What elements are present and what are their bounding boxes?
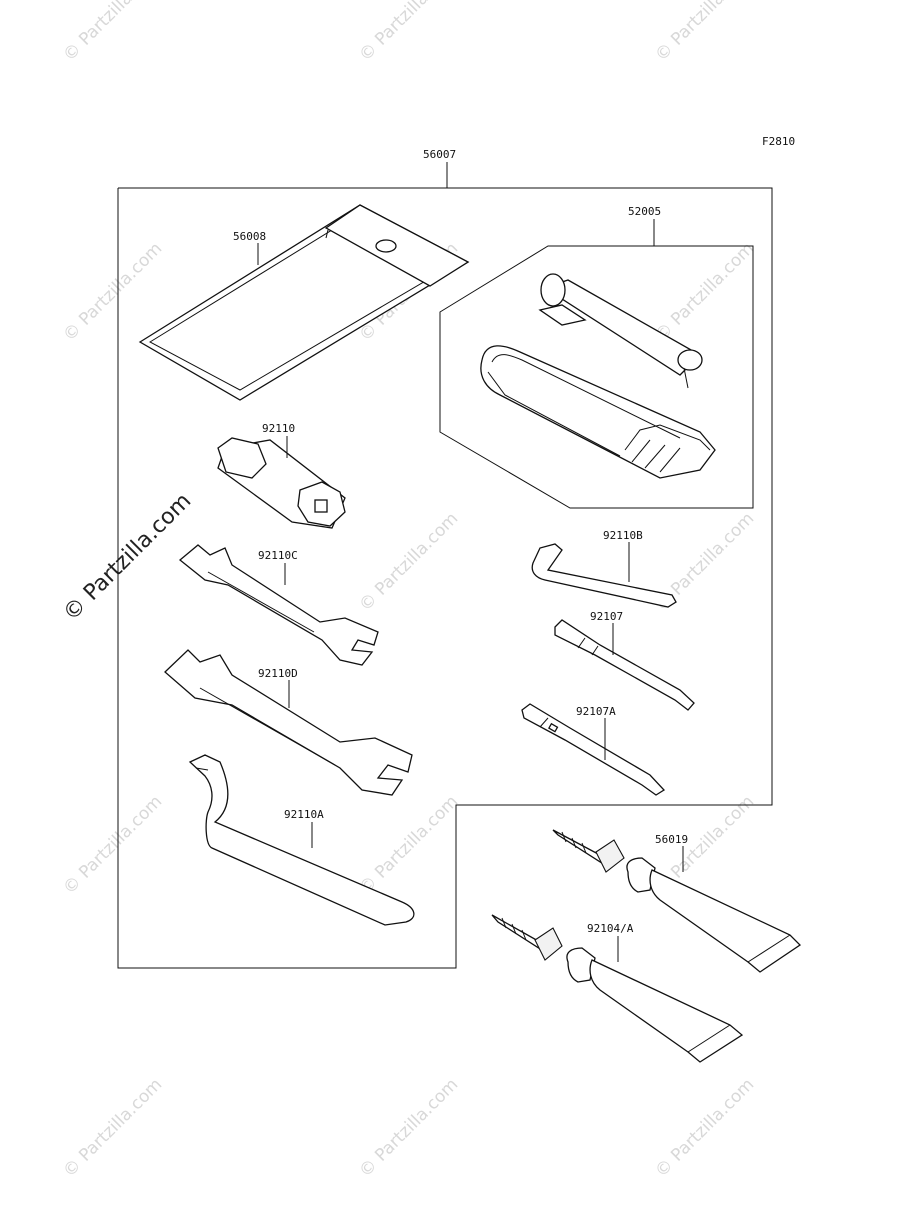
tool-case-56008: 56008 xyxy=(138,204,470,401)
wrench-92110d: 92110D xyxy=(164,649,413,796)
watermark-text: © Partzilla.com xyxy=(355,792,462,899)
screwdriver-92107a: 92107A xyxy=(521,703,666,796)
callout-92110: 92110 xyxy=(262,422,295,435)
callout-56008: 56008 xyxy=(233,230,266,243)
callout-92110a: 92110A xyxy=(284,808,324,821)
tool-kit-frame: 56007 xyxy=(117,148,773,969)
callout-92110d: 92110D xyxy=(258,667,298,680)
callout-92104a: 92104/A xyxy=(587,922,634,935)
watermark-main: © Partzilla.com xyxy=(59,489,197,627)
figure-code: F2810 xyxy=(762,135,795,148)
wrench-92110c: 92110C xyxy=(178,544,379,666)
callout-56019: 56019 xyxy=(655,833,688,846)
watermark-text: © Partzilla.com xyxy=(59,239,166,346)
callout-92107: 92107 xyxy=(590,610,623,623)
plug-socket-92110: 92110 xyxy=(217,422,346,529)
watermark-text: © Partzilla.com xyxy=(651,239,758,346)
watermark-text: © Partzilla.com xyxy=(355,1075,462,1182)
callout-92107a: 92107A xyxy=(576,705,616,718)
watermark-text: © Partzilla.com xyxy=(355,509,462,616)
grease-tube-92104a: 92104/A xyxy=(491,914,744,1063)
tire-pump xyxy=(538,273,703,389)
callout-56007: 56007 xyxy=(423,148,456,161)
screwdriver-92107: 92107 xyxy=(554,610,695,711)
grease-tube-56019: 56019 xyxy=(552,829,802,973)
watermark-text: © Partzilla.com xyxy=(59,792,166,899)
watermark-text: © Partzilla.com xyxy=(651,0,758,66)
callout-92110c: 92110C xyxy=(258,549,298,562)
pump-bag xyxy=(480,345,716,479)
watermark-text: © Partzilla.com xyxy=(59,0,166,66)
watermark-text: © Partzilla.com xyxy=(651,1075,758,1182)
watermark-text: © Partzilla.com xyxy=(59,1075,166,1182)
watermark-text: © Partzilla.com xyxy=(355,0,462,66)
callout-92110b: 92110B xyxy=(603,529,643,542)
hex-wrench-92110b: 92110B xyxy=(531,529,677,608)
callout-52005: 52005 xyxy=(628,205,661,218)
hook-spanner-92110a: 92110A xyxy=(188,754,415,926)
pump-kit-52005: 52005 xyxy=(439,205,754,509)
